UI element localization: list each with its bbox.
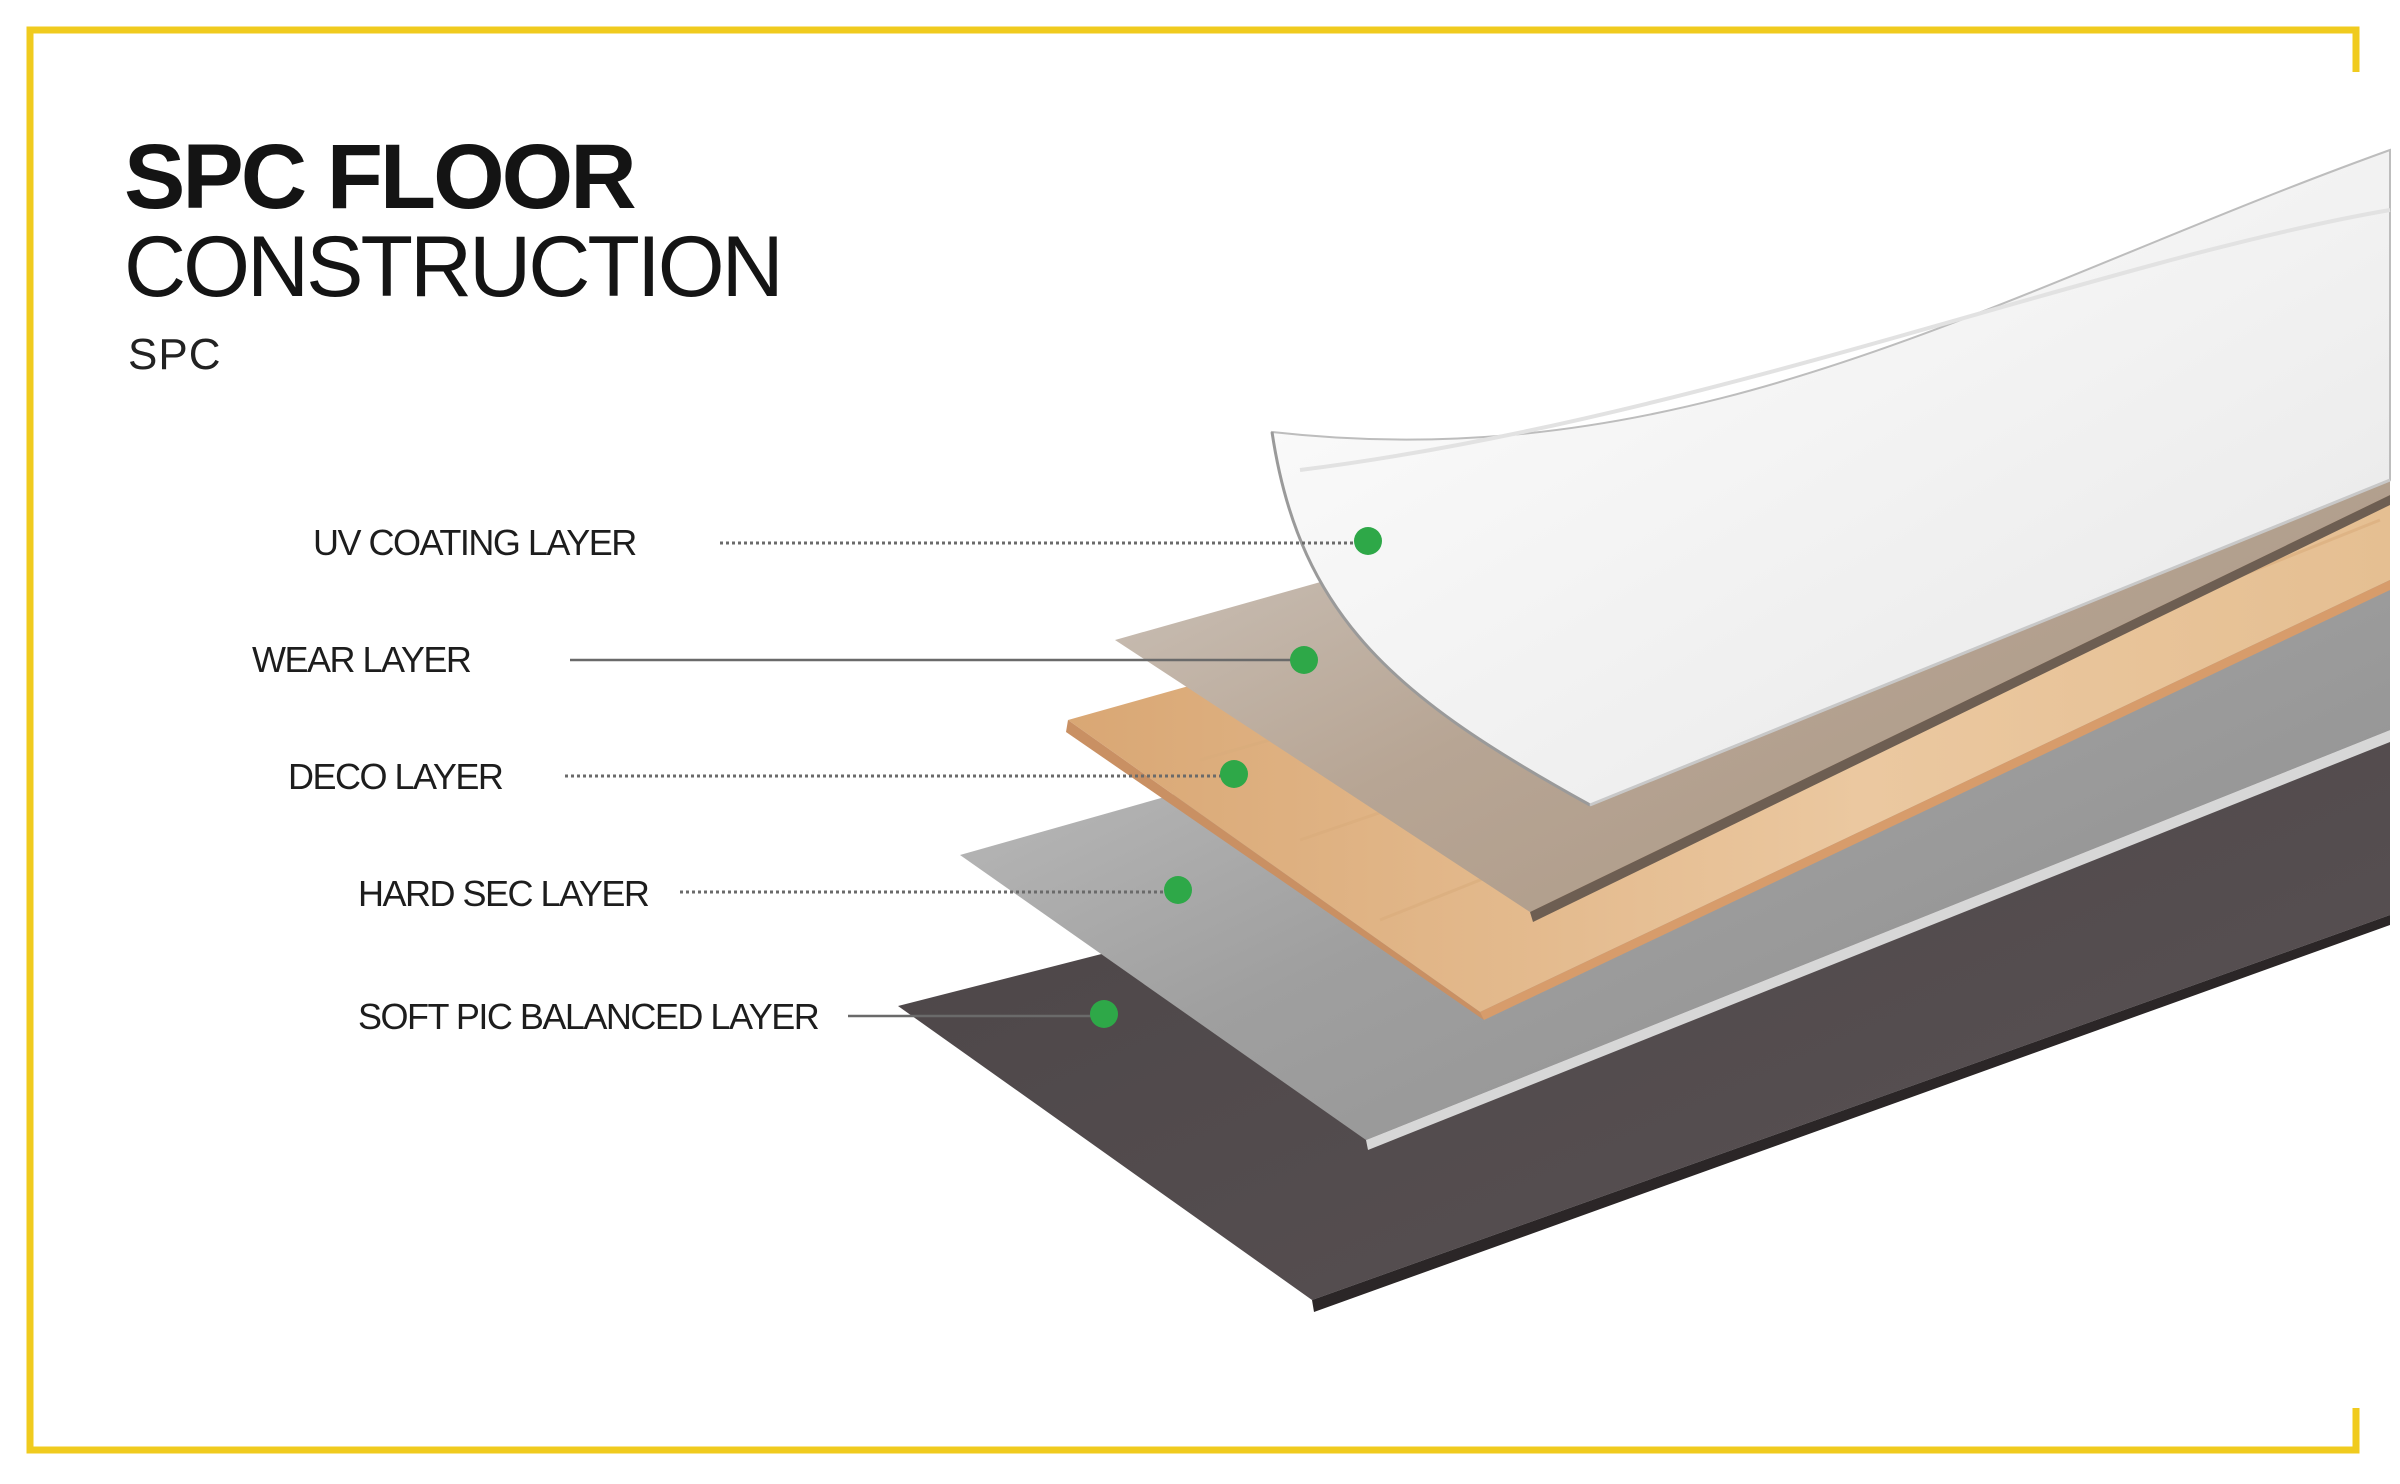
marker-deco [1220, 760, 1248, 788]
title-line-1: SPC FLOOR [124, 126, 637, 228]
subtitle: SPC [128, 330, 222, 379]
label-hard-sec-layer: HARD SEC LAYER [358, 873, 650, 914]
uv-coating-layer [1270, 148, 2391, 807]
label-wear-layer: WEAR LAYER [252, 639, 472, 680]
marker-uv-coating [1354, 527, 1382, 555]
label-deco-layer: DECO LAYER [288, 756, 504, 797]
label-soft-balanced-layer: SOFT PIC BALANCED LAYER [358, 996, 820, 1037]
frame-border [26, 26, 2360, 1454]
label-uv-coating-layer: UV COATING LAYER [313, 522, 637, 563]
marker-hard-sec [1164, 876, 1192, 904]
marker-wear [1290, 646, 1318, 674]
marker-soft-balanced [1090, 1000, 1118, 1028]
title-line-2: CONSTRUCTION [124, 219, 784, 315]
